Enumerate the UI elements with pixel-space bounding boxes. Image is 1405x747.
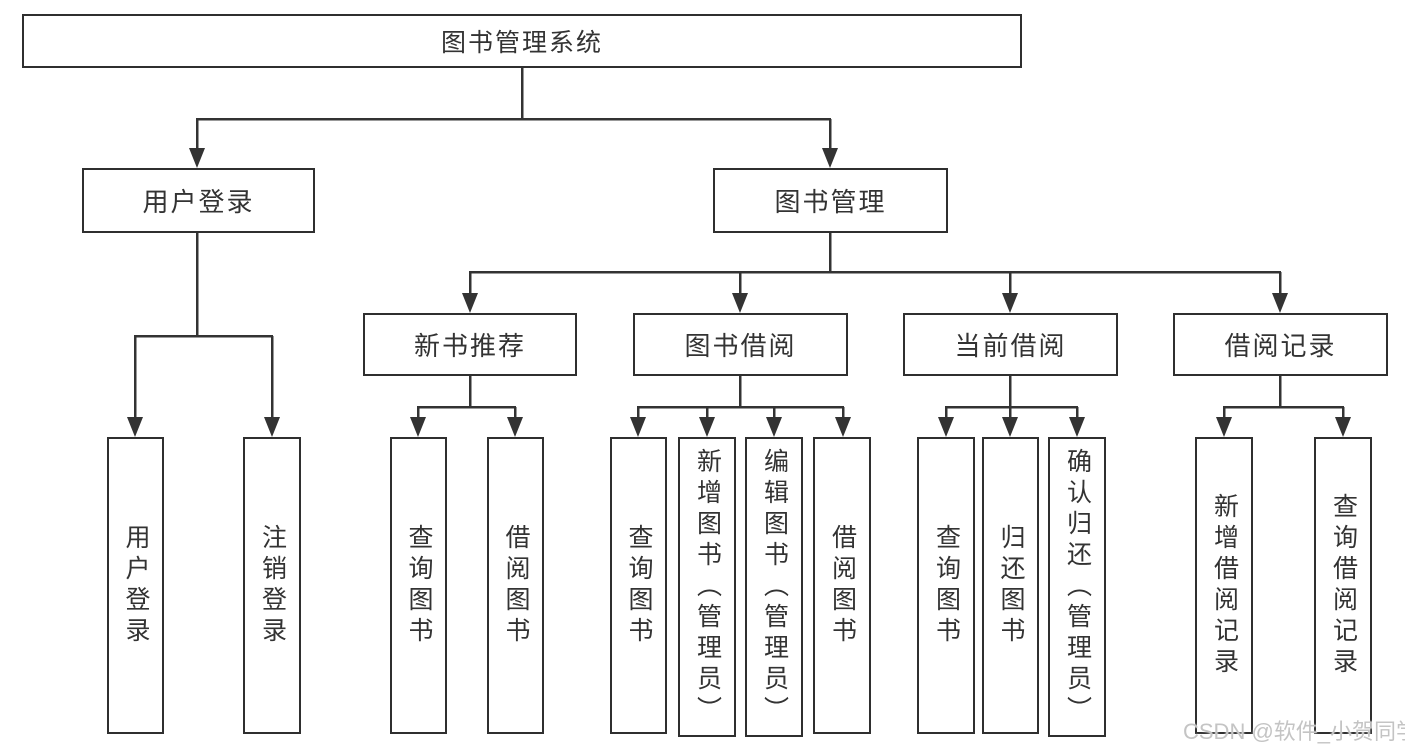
node-logout: 注销登录 (243, 437, 301, 734)
node-query-books-3: 查询图书 (917, 437, 975, 734)
node-current-borrowing: 当前借阅 (903, 313, 1118, 376)
node-label: 新增图书（管理员） (693, 447, 722, 727)
node-borrowing-records: 借阅记录 (1173, 313, 1388, 376)
node-confirm-return-admin: 确认归还（管理员） (1048, 437, 1106, 737)
node-add-book-admin: 新增图书（管理员） (678, 437, 736, 737)
node-new-book-recommendation: 新书推荐 (363, 313, 577, 376)
node-label: 图书管理系统 (440, 29, 603, 57)
csdn-watermark: CSDN @软件_小贺同学 (1183, 719, 1405, 744)
node-label: 用户登录 (122, 523, 150, 648)
node-add-borrow-record: 新增借阅记录 (1195, 437, 1253, 734)
node-user-login-branch: 用户登录 (82, 168, 315, 233)
node-book-management: 图书管理 (713, 168, 948, 233)
node-label: 注销登录 (258, 523, 287, 648)
node-label: 编辑图书（管理员） (760, 447, 789, 727)
node-label: 借阅记录 (1224, 331, 1337, 361)
node-query-books-2: 查询图书 (610, 437, 667, 734)
node-edit-book-admin: 编辑图书（管理员） (745, 437, 803, 737)
node-label: 当前借阅 (954, 331, 1067, 361)
node-return-books: 归还图书 (982, 437, 1039, 734)
node-label: 用户登录 (142, 187, 255, 217)
node-label: 图书借阅 (684, 331, 797, 361)
node-query-books-1: 查询图书 (390, 437, 447, 734)
node-label: 查询图书 (625, 523, 653, 648)
node-library-management-system: 图书管理系统 (22, 14, 1022, 68)
node-label: 新增借阅记录 (1210, 492, 1239, 679)
node-label: 查询借阅记录 (1329, 492, 1358, 679)
node-borrow-books-2: 借阅图书 (813, 437, 871, 734)
node-label: 新书推荐 (413, 331, 526, 361)
node-label: 归还图书 (997, 523, 1025, 648)
node-label: 查询图书 (405, 523, 433, 648)
node-label: 借阅图书 (828, 523, 857, 648)
node-label: 确认归还（管理员） (1063, 447, 1092, 727)
node-label: 借阅图书 (502, 523, 530, 648)
node-label: 图书管理 (774, 187, 887, 217)
node-query-borrow-record: 查询借阅记录 (1314, 437, 1372, 734)
node-label: 查询图书 (932, 523, 961, 648)
node-book-borrowing: 图书借阅 (633, 313, 848, 376)
node-user-login: 用户登录 (107, 437, 164, 734)
node-borrow-books-1: 借阅图书 (487, 437, 544, 734)
